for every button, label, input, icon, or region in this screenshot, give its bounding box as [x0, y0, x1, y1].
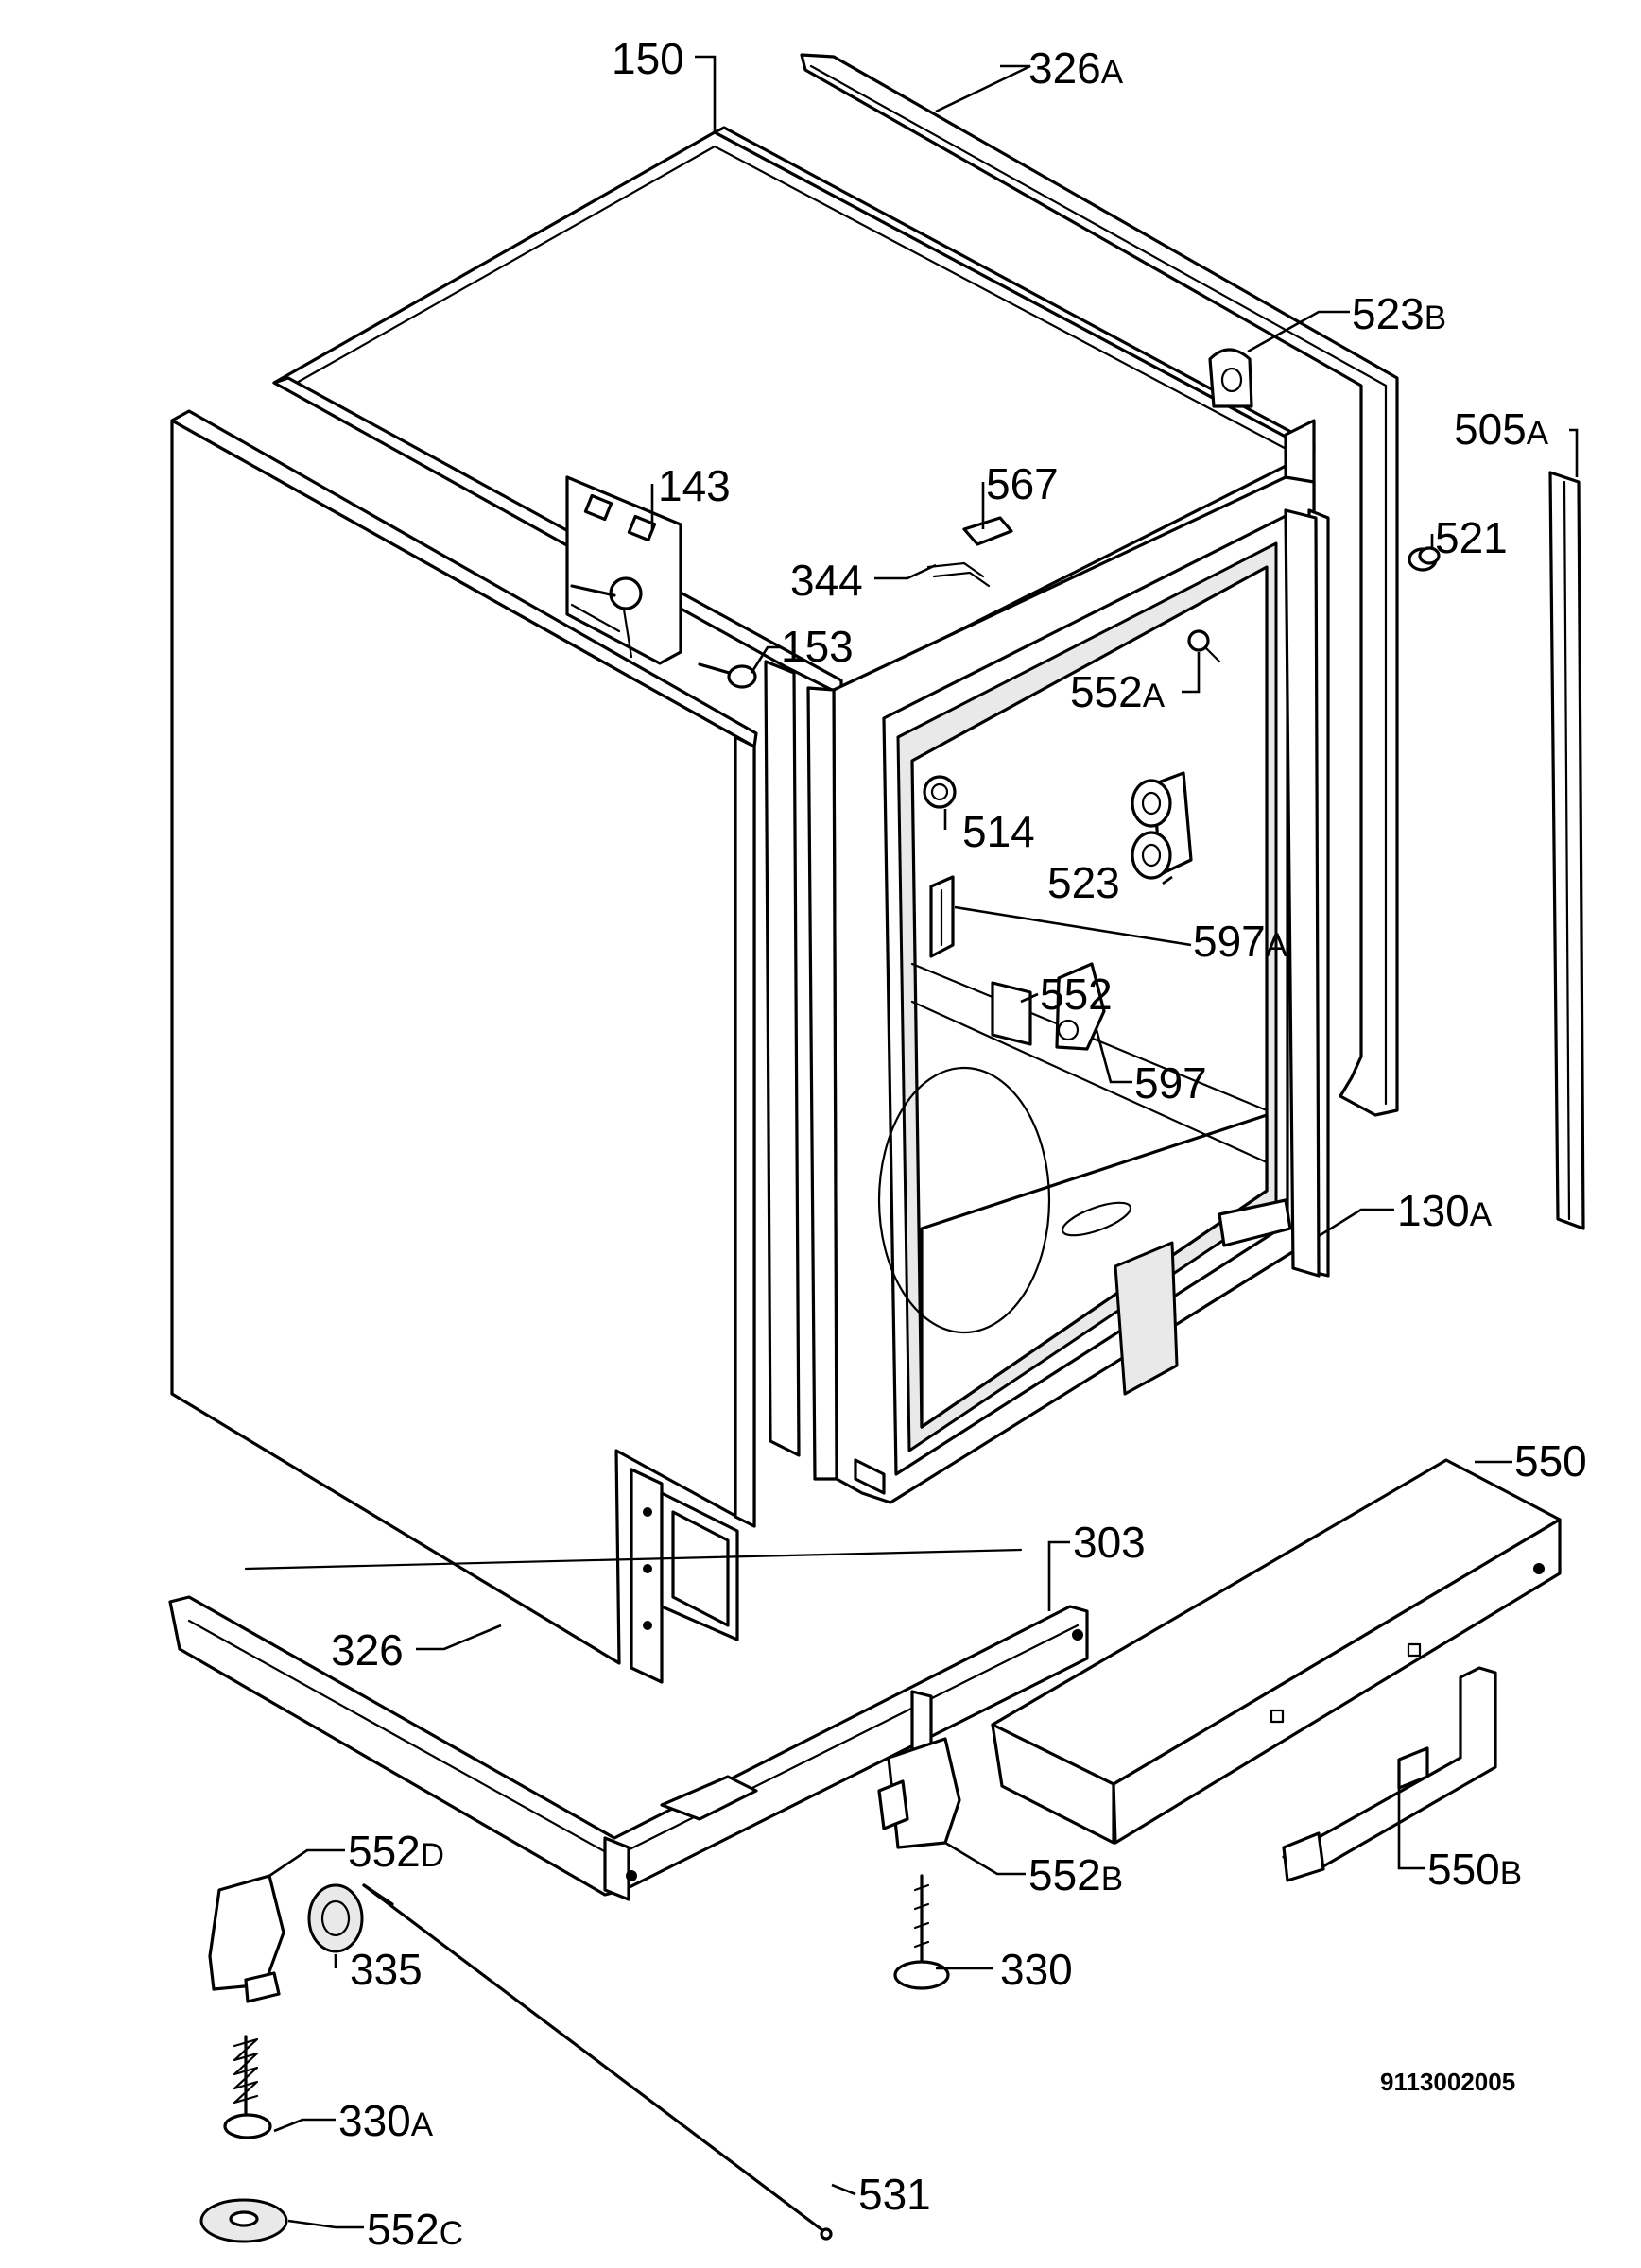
callout-153: 153 [781, 622, 854, 671]
callout-552d: 552D [348, 1827, 444, 1876]
part-screw-330 [893, 1874, 950, 1990]
callout-303: 303 [1073, 1518, 1146, 1567]
part-base-frame-303 [168, 1548, 1089, 1901]
callout-505a: 505A [1454, 404, 1549, 454]
part-rear-panel-326a [800, 53, 1399, 1117]
callout-552b: 552B [1028, 1850, 1123, 1899]
callout-531: 531 [858, 2170, 931, 2219]
callout-326a: 326A [1028, 43, 1124, 93]
part-rail-552 [991, 981, 1032, 1046]
callout-552: 552 [1040, 970, 1113, 1019]
part-kick-plate-550 [991, 1458, 1562, 1845]
part-screw-330a [223, 2035, 272, 2139]
callout-335: 335 [350, 1945, 423, 1994]
part-disc-552c [199, 2198, 288, 2243]
callout-150: 150 [612, 34, 684, 83]
part-pin-153 [698, 662, 757, 689]
leader-lines [268, 55, 1579, 2229]
part-plug-521 [1408, 546, 1441, 572]
callout-labels: 150 326A 523B 505A 143 567 521 344 153 5… [331, 34, 1587, 2254]
callout-567: 567 [986, 459, 1059, 508]
callout-330a: 330A [338, 2096, 434, 2145]
callout-597: 597 [1134, 1058, 1207, 1108]
callout-344: 344 [790, 556, 863, 605]
callout-597a: 597A [1193, 917, 1288, 966]
part-side-strip-130a [1284, 508, 1321, 1278]
part-rod-531 [362, 1883, 833, 2241]
part-foot-552d [208, 1874, 285, 2003]
callout-130a: 130A [1397, 1186, 1493, 1235]
part-rollers-523 [1131, 771, 1193, 880]
part-gear-335 [307, 1883, 364, 1953]
part-rollers-523b [1208, 348, 1253, 408]
part-bracket-550b [1282, 1666, 1497, 1882]
part-plug-514 [923, 775, 957, 809]
callout-552c: 552C [367, 2205, 463, 2254]
part-clip-567 [962, 516, 1013, 546]
part-catch-597 [1055, 962, 1106, 1051]
part-door-panel-326 [170, 409, 758, 1684]
callout-514: 514 [962, 807, 1035, 856]
callout-550: 550 [1514, 1436, 1587, 1486]
callout-523: 523 [1047, 858, 1120, 907]
part-spring-344 [926, 561, 991, 588]
callout-523b: 523B [1352, 289, 1446, 338]
callout-326: 326 [331, 1625, 404, 1675]
callout-143: 143 [658, 461, 731, 510]
part-foot-552b [877, 1690, 961, 1849]
callout-521: 521 [1435, 513, 1508, 562]
part-screw-552a [1187, 629, 1221, 663]
callout-330: 330 [1000, 1945, 1073, 1994]
callout-552a: 552A [1070, 667, 1166, 716]
part-side-trim-505a [1548, 471, 1585, 1230]
diagram-code: 9113002005 [1380, 2068, 1515, 2096]
callout-550b: 550B [1427, 1845, 1522, 1894]
part-catch-597a [929, 875, 955, 958]
